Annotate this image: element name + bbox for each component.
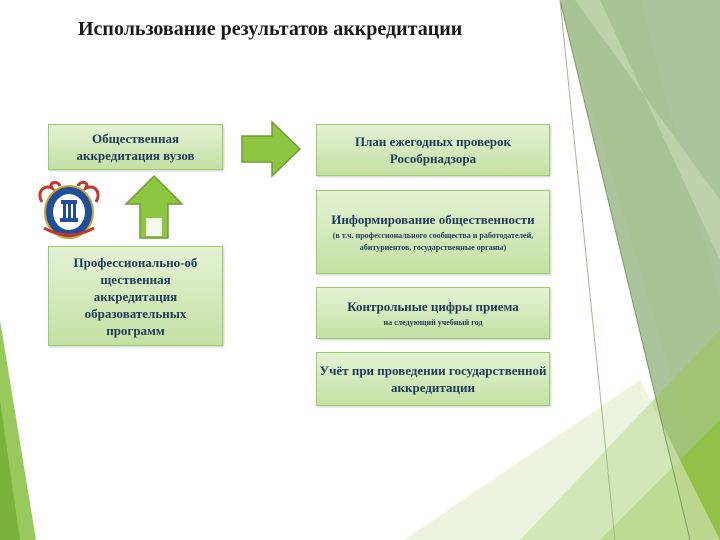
admission-figures-box: Контрольные цифры приема на следующий уч… — [316, 287, 550, 339]
public-information-label: Информирование общественности — [331, 211, 535, 227]
inspection-plan-label: План ежегодных проверок Рособрнадзора — [354, 134, 512, 166]
state-accreditation-label: Учёт при проведении государственной аккр… — [319, 363, 547, 395]
public-accreditation-label: Общественная аккредитация вузов — [76, 131, 195, 163]
public-accreditation-box: Общественная аккредитация вузов — [48, 124, 223, 170]
state-accreditation-box: Учёт при проведении государственной аккр… — [316, 352, 550, 406]
up-arrow-icon — [124, 174, 184, 239]
admission-figures-label: Контрольные цифры приема — [347, 298, 519, 314]
professional-accreditation-label: Профессионально-об щественная аккредитац… — [73, 254, 198, 338]
public-information-box: Информирование общественности (в т.ч. пр… — [316, 190, 550, 274]
page-title: Использование результатов аккредитации — [78, 18, 463, 40]
professional-accreditation-box: Профессионально-об щественная аккредитац… — [48, 246, 223, 346]
public-information-note: (в т.ч. профессионального сообщества и р… — [332, 230, 534, 252]
admission-figures-note: на следующий учебный год — [383, 317, 483, 327]
right-arrow-icon — [241, 120, 302, 178]
inspection-plan-box: План ежегодных проверок Рособрнадзора — [316, 124, 550, 176]
emblem-icon — [38, 180, 100, 239]
